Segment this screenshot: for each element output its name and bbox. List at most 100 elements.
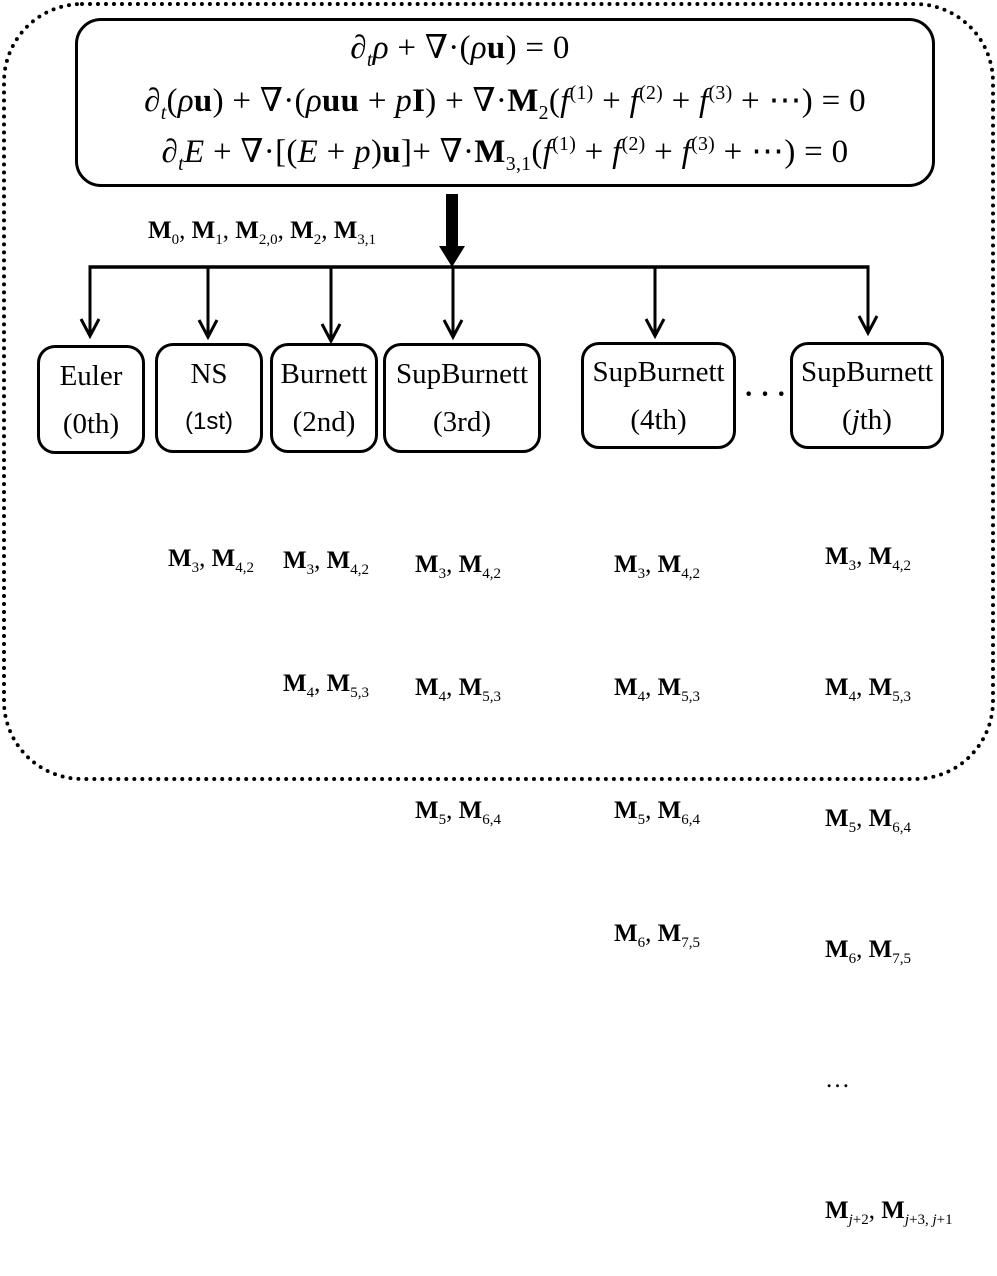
math-italic: ρ [372,30,389,66]
math-bold-symbol: M [868,804,893,832]
math-subscript: 4,2 [892,558,911,575]
math-text: , [446,674,459,701]
math-subscript: 5,3 [482,689,501,705]
math-bold-symbol: M [614,797,638,824]
math-subscript: 2 [313,232,322,248]
math-subscript: 4,2 [482,566,501,582]
math-text: ∂ [161,134,179,170]
method-order: (jth) [842,404,892,436]
math-text: + [318,134,355,170]
math-subscript: 7,5 [681,935,700,951]
momentum-equation: ∂t(ρu) + ∇·(ρuu + pI) + ∇·M2(f(1) + f(2)… [78,81,932,124]
math-bold-symbol: M [191,217,216,244]
math-text: (4th) [630,403,687,436]
math-subscript: 5 [848,819,857,836]
math-italic: E [183,134,205,170]
math-italic: f [612,134,622,170]
method-name: SupBurnett [395,358,529,390]
continuation-dots: · · · [743,379,786,410]
math-text: + ⋯) = 0 [715,134,849,170]
moment-pair: M5, M6,4 [415,790,501,831]
moment-pair: M4, M5,3 [415,667,501,708]
math-bold-symbol: M [657,797,682,824]
math-italic: p [395,83,413,119]
math-italic: ρ [470,30,487,66]
math-bold-symbol: M [458,797,483,824]
math-italic: ρ [177,83,194,119]
method-order: (2nd) [293,406,356,438]
math-subscript: +1 [936,1212,953,1229]
math-text: , [277,217,291,244]
math-bold-symbol: uu [321,83,360,119]
math-bold-symbol: M [458,674,483,701]
method-box-supburnett-jth: SupBurnett (jth) [790,342,944,449]
math-text: , [446,551,459,578]
math-text: ∂ [350,30,367,66]
moment-pair: M6, M7,5 [614,913,700,954]
math-bold-symbol: M [657,920,682,947]
math-subscript: 4,2 [681,566,700,582]
math-italic: f [681,134,692,170]
math-text: ( [166,83,178,119]
moments-burnett: M3, M4,2 M4, M5,3 [283,458,369,745]
math-text: + [576,134,613,170]
closure-moments-label: M0, M1, M2,0, M2, M3,1 [148,210,376,255]
math-subscript: 6,4 [892,819,911,836]
math-bold-symbol: u [193,83,213,119]
method-name: Euler [59,359,123,392]
math-text: , [222,217,236,244]
math-text: (1st) [185,408,233,435]
math-text: , [856,673,869,701]
method-name: SupBurnett [592,355,725,388]
math-italic: j [851,403,860,436]
math-subscript: 5 [438,812,447,828]
math-subscript: +2 [852,1212,869,1229]
moment-pair: M4, M5,3 [283,663,369,704]
math-bold-symbol: M [825,543,849,571]
math-text: + ∇·( [388,30,471,66]
math-superscript: (1) [552,133,577,156]
math-bold-symbol: M [507,83,539,119]
math-text: , [856,804,869,832]
math-text: + ∇·[( [204,134,298,170]
math-text: ) + ∇·( [212,83,306,119]
math-subscript: +3, [909,1212,933,1229]
math-bold-symbol: M [868,935,893,963]
math-bold-symbol: M [235,217,259,244]
math-subscript: 2,0 [258,232,278,248]
math-bold-symbol: M [614,674,638,701]
method-name: NS [190,358,228,390]
math-bold-symbol: M [333,217,358,244]
math-superscript: (3) [708,82,733,105]
moments-ns: M3, M4,2 [168,456,254,620]
math-subscript: 3,1 [505,152,532,175]
math-italic: f [560,83,570,119]
math-bold-symbol: M [825,1197,849,1225]
math-bold-symbol: M [657,674,682,701]
math-bold-symbol: M [474,134,506,170]
math-text: ( [842,403,852,436]
moments-supburnett-4th: M3, M4,2 M4, M5,3 M5, M6,4 M6, M7,5 [614,462,700,995]
math-italic: E [297,134,319,170]
math-text: + ⋯) = 0 [732,83,866,119]
math-subscript: t [160,101,167,124]
math-bold-symbol: M [168,545,192,572]
math-text: , [856,543,869,571]
math-subscript: 4 [848,688,857,705]
math-bold-symbol: M [825,673,849,701]
math-italic: f [629,83,640,119]
moment-pair: M4, M5,3 [825,666,953,710]
math-text: , [645,674,658,701]
conservation-equations-box: ∂tρ + ∇·(ρu) = 0 ∂t(ρu) + ∇·(ρuu + pI) +… [75,18,935,187]
math-bold-symbol: M [148,217,172,244]
math-bold-symbol: M [825,804,849,832]
math-subscript: 6 [848,950,857,967]
math-subscript: 4 [438,689,447,705]
math-subscript: 5,3 [681,689,700,705]
math-bold-symbol: M [283,547,307,574]
math-bold-symbol: M [614,551,638,578]
math-subscript: 3 [306,562,315,578]
math-text: , [645,797,658,824]
math-text: ( [548,83,561,119]
math-subscript: 3 [637,566,646,582]
